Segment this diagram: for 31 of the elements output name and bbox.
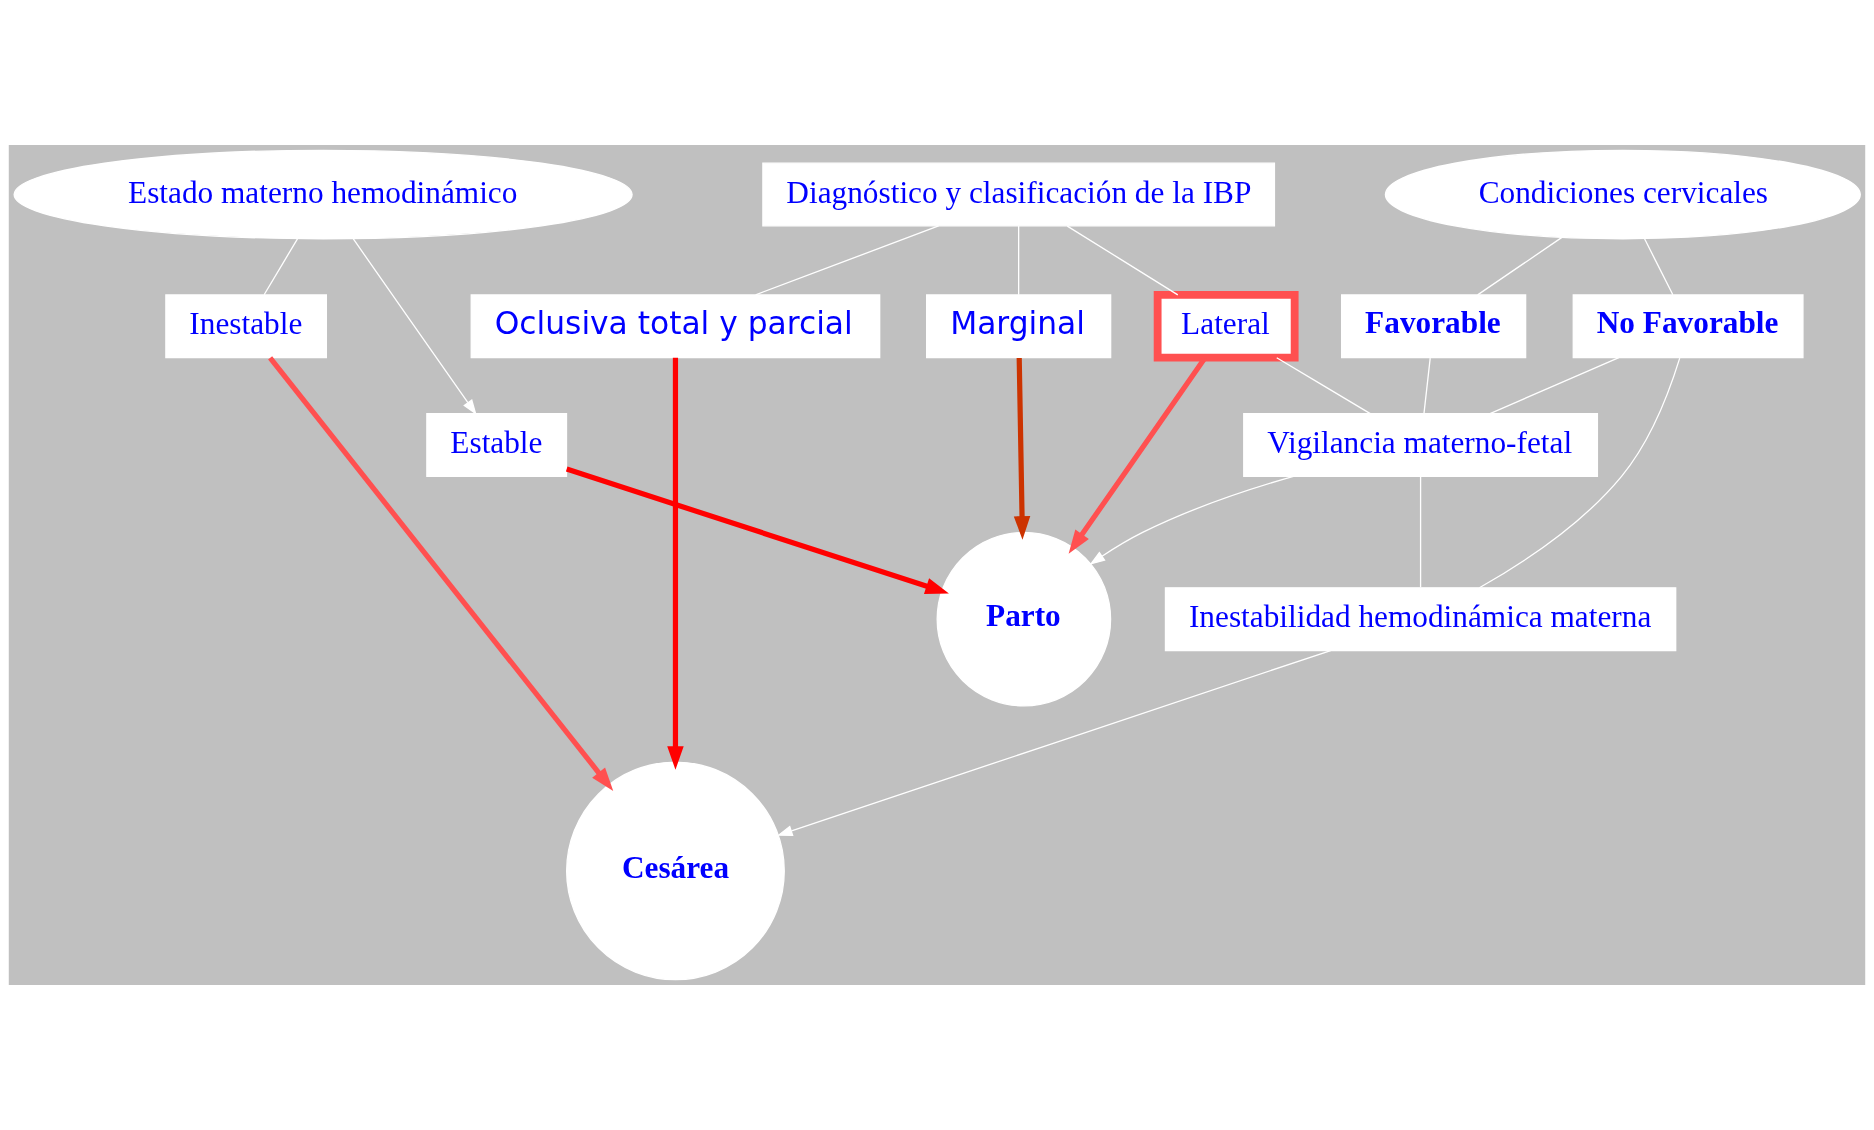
arrow xyxy=(776,649,1332,836)
connector xyxy=(1018,225,1020,296)
node-box: Lateral xyxy=(1153,291,1299,362)
node-box: Marginal xyxy=(926,294,1112,359)
node-box: Oclusiva total y parcial xyxy=(470,294,881,359)
node-circle: Cesárea xyxy=(566,761,785,981)
connector xyxy=(263,238,299,296)
connector xyxy=(1276,357,1371,415)
node-box: Favorable xyxy=(1341,294,1527,359)
node-box: Inestabilidad hemodinámica materna xyxy=(1164,587,1677,652)
connector xyxy=(1478,357,1681,589)
node-box: Inestable xyxy=(165,294,328,359)
connector xyxy=(1643,238,1674,296)
connector xyxy=(1477,236,1563,296)
node-box: Vigilancia materno-fetal xyxy=(1243,413,1599,477)
node-ellipse: Estado materno hemodinámico xyxy=(13,149,633,240)
arrow xyxy=(352,238,477,416)
node-box: No Favorable xyxy=(1572,294,1804,359)
arrow xyxy=(1089,475,1295,565)
connector xyxy=(1419,475,1422,588)
arrow xyxy=(1013,358,1031,540)
node-ellipse: Condiciones cervicales xyxy=(1384,149,1861,240)
connector xyxy=(1066,225,1179,296)
connector xyxy=(754,225,940,296)
arrow xyxy=(565,466,949,595)
connector xyxy=(1423,357,1431,415)
node-box: Estable xyxy=(426,413,568,477)
node-box: Diagnóstico y clasificación de la IBP xyxy=(762,162,1276,227)
arrow xyxy=(268,356,614,792)
connector xyxy=(1489,356,1620,415)
arrow xyxy=(667,357,684,770)
